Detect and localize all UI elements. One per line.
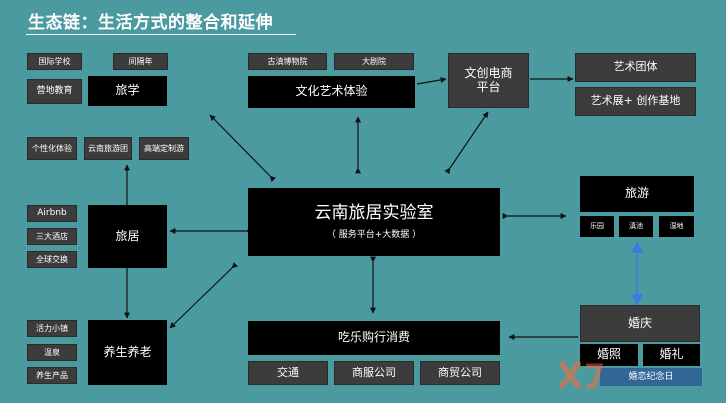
node-wellness-elderly: 养生养老: [88, 320, 167, 385]
node-lakeside: 滇池: [619, 216, 653, 237]
node-intl-school: 国际学校: [27, 53, 82, 70]
node-wellness-products: 养生产品: [27, 367, 77, 384]
node-ancient-museum: 古滇博物院: [248, 53, 327, 70]
node-airbnb: Airbnb: [27, 205, 77, 222]
arrow-lab-ecommerce: [444, 111, 489, 175]
node-personal-experience: 个性化体验: [27, 137, 77, 160]
node-wedding-ceremony: 婚礼: [643, 344, 700, 366]
node-tourism: 旅游: [580, 176, 694, 212]
node-consumption: 吃乐购行消费: [248, 321, 500, 355]
node-study-travel: 旅学: [88, 76, 167, 106]
node-yunnan-tour-group: 云南旅游团: [84, 137, 132, 160]
node-camp-education: 营地教育: [27, 79, 82, 104]
node-gap-year: 间隔年: [113, 53, 168, 70]
node-cultural-ecommerce: 文创电商平台: [448, 53, 529, 108]
node-commerce-service: 商服公司: [334, 361, 414, 385]
node-wedding: 婚庆: [580, 305, 700, 342]
node-travel-living: 旅居: [88, 205, 167, 268]
node-high-end-custom: 高端定制游: [139, 137, 189, 160]
node-three-hotels: 三大酒店: [27, 228, 77, 245]
node-wetland: 湿地: [659, 216, 694, 237]
watermark-logo-icon: [559, 361, 604, 389]
arrow-culture-to-ecommerce: [416, 76, 447, 85]
page-title: 生态链：生活方式的整合和延伸: [28, 13, 273, 33]
node-art-exhibition-base: 艺术展+ 创作基地: [575, 87, 696, 116]
node-culture-art-experience: 文化艺术体验: [248, 76, 415, 108]
node-paradise: 乐园: [580, 216, 614, 237]
node-wedding-anniversary: 婚恋纪念日: [600, 368, 702, 386]
node-yunnan-living-lab: 云南旅居实验室 （ 服务平台+大数据 ）: [248, 188, 500, 256]
lab-title: 云南旅居实验室: [314, 202, 434, 223]
node-trade-company: 商贸公司: [420, 361, 500, 385]
node-wedding-photo: 婚照: [580, 344, 638, 366]
node-grand-theater: 大剧院: [334, 53, 414, 70]
title-underline: [26, 34, 296, 35]
arrow-lab-study-travel: [209, 114, 276, 182]
node-art-troupe: 艺术团体: [575, 53, 696, 82]
node-hot-spring: 温泉: [27, 344, 77, 361]
node-transport: 交通: [248, 361, 328, 385]
node-global-exchange: 全球交换: [27, 251, 77, 268]
arrow-lab-wellness: [169, 262, 238, 329]
lab-subtitle: （ 服务平台+大数据 ）: [326, 230, 422, 241]
node-vitality-town: 活力小镇: [27, 320, 77, 337]
